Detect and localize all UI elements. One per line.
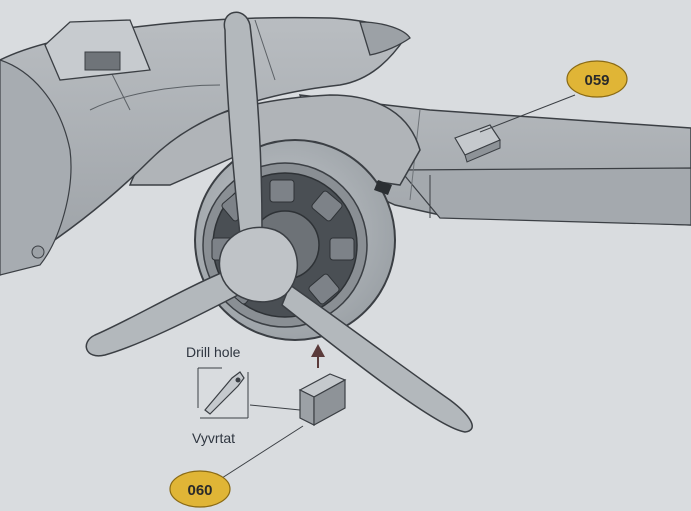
fuselage — [0, 16, 411, 276]
cowling-tab — [374, 180, 392, 195]
propeller-blade-right — [281, 283, 473, 433]
wing-slot-059 — [454, 124, 501, 163]
propeller-blade-left — [85, 269, 239, 357]
drill-hole-translation-label: Vyvrtat — [192, 430, 235, 446]
propeller-spinner — [218, 226, 299, 303]
leader-line-060 — [221, 425, 304, 479]
nose-cone — [359, 21, 411, 56]
drill-bit-icon — [204, 371, 245, 415]
fuselage-rivet — [31, 245, 45, 259]
leader-line-059 — [479, 94, 576, 133]
propeller-blade-top — [223, 11, 263, 236]
drill-hole-detail: Drill hole Vyvrtat — [186, 344, 301, 446]
drill-hole-label: Drill hole — [186, 344, 241, 360]
part-number-060: 060 — [187, 482, 212, 499]
propeller — [85, 11, 473, 433]
insertion-arrow — [311, 344, 325, 368]
cockpit-canopy — [44, 19, 151, 81]
part-callout-059: 059 — [566, 60, 628, 98]
part-number-059: 059 — [584, 72, 609, 89]
part-060 — [298, 373, 347, 427]
part-callout-060: 060 — [169, 470, 231, 508]
